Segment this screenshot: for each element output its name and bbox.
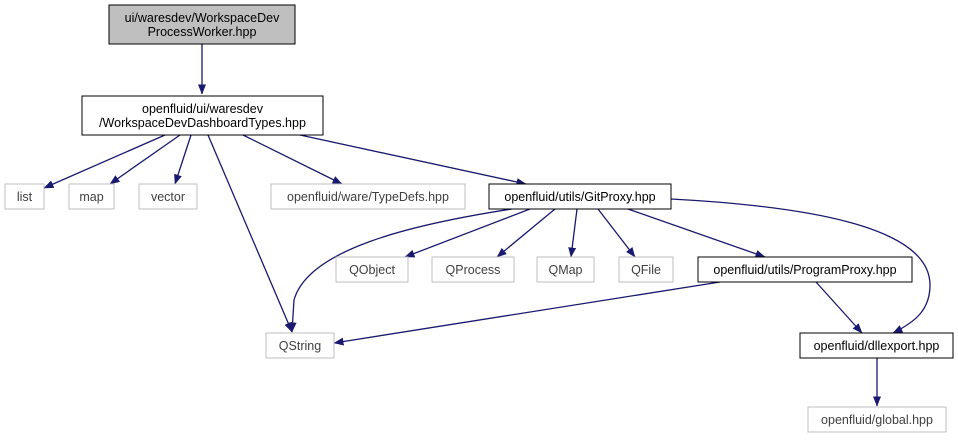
edge-gitproxy-to-qfile (597, 208, 636, 258)
node-root[interactable]: ui/waresdev/WorkspaceDevProcessWorker.hp… (108, 4, 296, 45)
node-label-qmap: QMap (548, 263, 582, 277)
node-label-map: map (79, 190, 103, 204)
node-label-qfile: QFile (631, 263, 661, 277)
node-label-programproxy: openfluid/utils/ProgramProxy.hpp (713, 263, 896, 277)
node-box-qstring (265, 332, 335, 359)
edge-types-to-typedefs (242, 134, 343, 185)
node-label-types-line-2: /WorkspaceDevDashboardTypes.hpp (99, 116, 306, 130)
node-label-root-line-1: ui/waresdev/WorkspaceDev (125, 11, 280, 25)
edge-gitproxy-to-qstring (288, 208, 513, 333)
node-label-dllexport: openfluid/dllexport.hpp (814, 339, 940, 353)
edge-types-to-map (109, 134, 181, 185)
node-box-map (68, 183, 115, 210)
edge-types-to-qstring (207, 134, 293, 333)
node-qfile: QFile (618, 256, 674, 283)
node-qprocess: QProcess (431, 256, 515, 283)
node-box-dllexport (799, 332, 954, 359)
node-label-list: list (17, 190, 33, 204)
node-qmap: QMap (536, 256, 595, 283)
node-box-root (108, 4, 296, 45)
node-vector: vector (138, 183, 198, 210)
node-label-qstring: QString (279, 339, 321, 353)
edge-types-to-gitproxy (299, 134, 527, 186)
node-box-typedefs (270, 183, 466, 210)
edge-programproxy-to-qstring (333, 281, 721, 346)
node-box-qmap (536, 256, 595, 283)
node-box-list (4, 183, 45, 210)
node-typedefs: openfluid/ware/TypeDefs.hpp (270, 183, 466, 210)
edge-gitproxy-to-qprocess (496, 208, 556, 258)
edge-programproxy-to-dllexport (815, 281, 863, 334)
node-label-types-line-1: openfluid/ui/waresdev (142, 102, 264, 116)
node-box-types (81, 95, 324, 136)
node-label-qobject: QObject (349, 263, 395, 277)
edge-gitproxy-to-dllexport (670, 198, 931, 334)
node-box-qobject (335, 256, 409, 283)
node-list: list (4, 183, 45, 210)
edges-layer (43, 44, 931, 407)
node-box-programproxy (697, 256, 913, 283)
node-box-global (807, 406, 947, 433)
node-label-gitproxy: openfluid/utils/GitProxy.hpp (504, 190, 655, 204)
node-gitproxy[interactable]: openfluid/utils/GitProxy.hpp (488, 183, 672, 210)
node-label-root-line-2: ProcessWorker.hpp (148, 25, 257, 39)
edge-types-to-vector (174, 134, 192, 185)
node-label-typedefs: openfluid/ware/TypeDefs.hpp (287, 190, 449, 204)
node-box-qfile (618, 256, 674, 283)
node-box-qprocess (431, 256, 515, 283)
node-label-vector: vector (151, 190, 185, 204)
node-map: map (68, 183, 115, 210)
node-box-gitproxy (488, 183, 672, 210)
node-global: openfluid/global.hpp (807, 406, 947, 433)
node-label-global: openfluid/global.hpp (821, 413, 933, 427)
node-dllexport[interactable]: openfluid/dllexport.hpp (799, 332, 954, 359)
nodes-layer: ui/waresdev/WorkspaceDevProcessWorker.hp… (4, 4, 954, 433)
node-qobject: QObject (335, 256, 409, 283)
node-programproxy[interactable]: openfluid/utils/ProgramProxy.hpp (697, 256, 913, 283)
edge-gitproxy-to-programproxy (627, 208, 766, 258)
edge-gitproxy-to-qobject (404, 208, 531, 258)
edge-types-to-list (43, 134, 166, 189)
node-label-qprocess: QProcess (446, 263, 501, 277)
node-qstring: QString (265, 332, 335, 359)
node-types[interactable]: openfluid/ui/waresdev/WorkspaceDevDashbo… (81, 95, 324, 136)
edge-gitproxy-to-qmap (568, 208, 578, 258)
node-box-vector (138, 183, 198, 210)
